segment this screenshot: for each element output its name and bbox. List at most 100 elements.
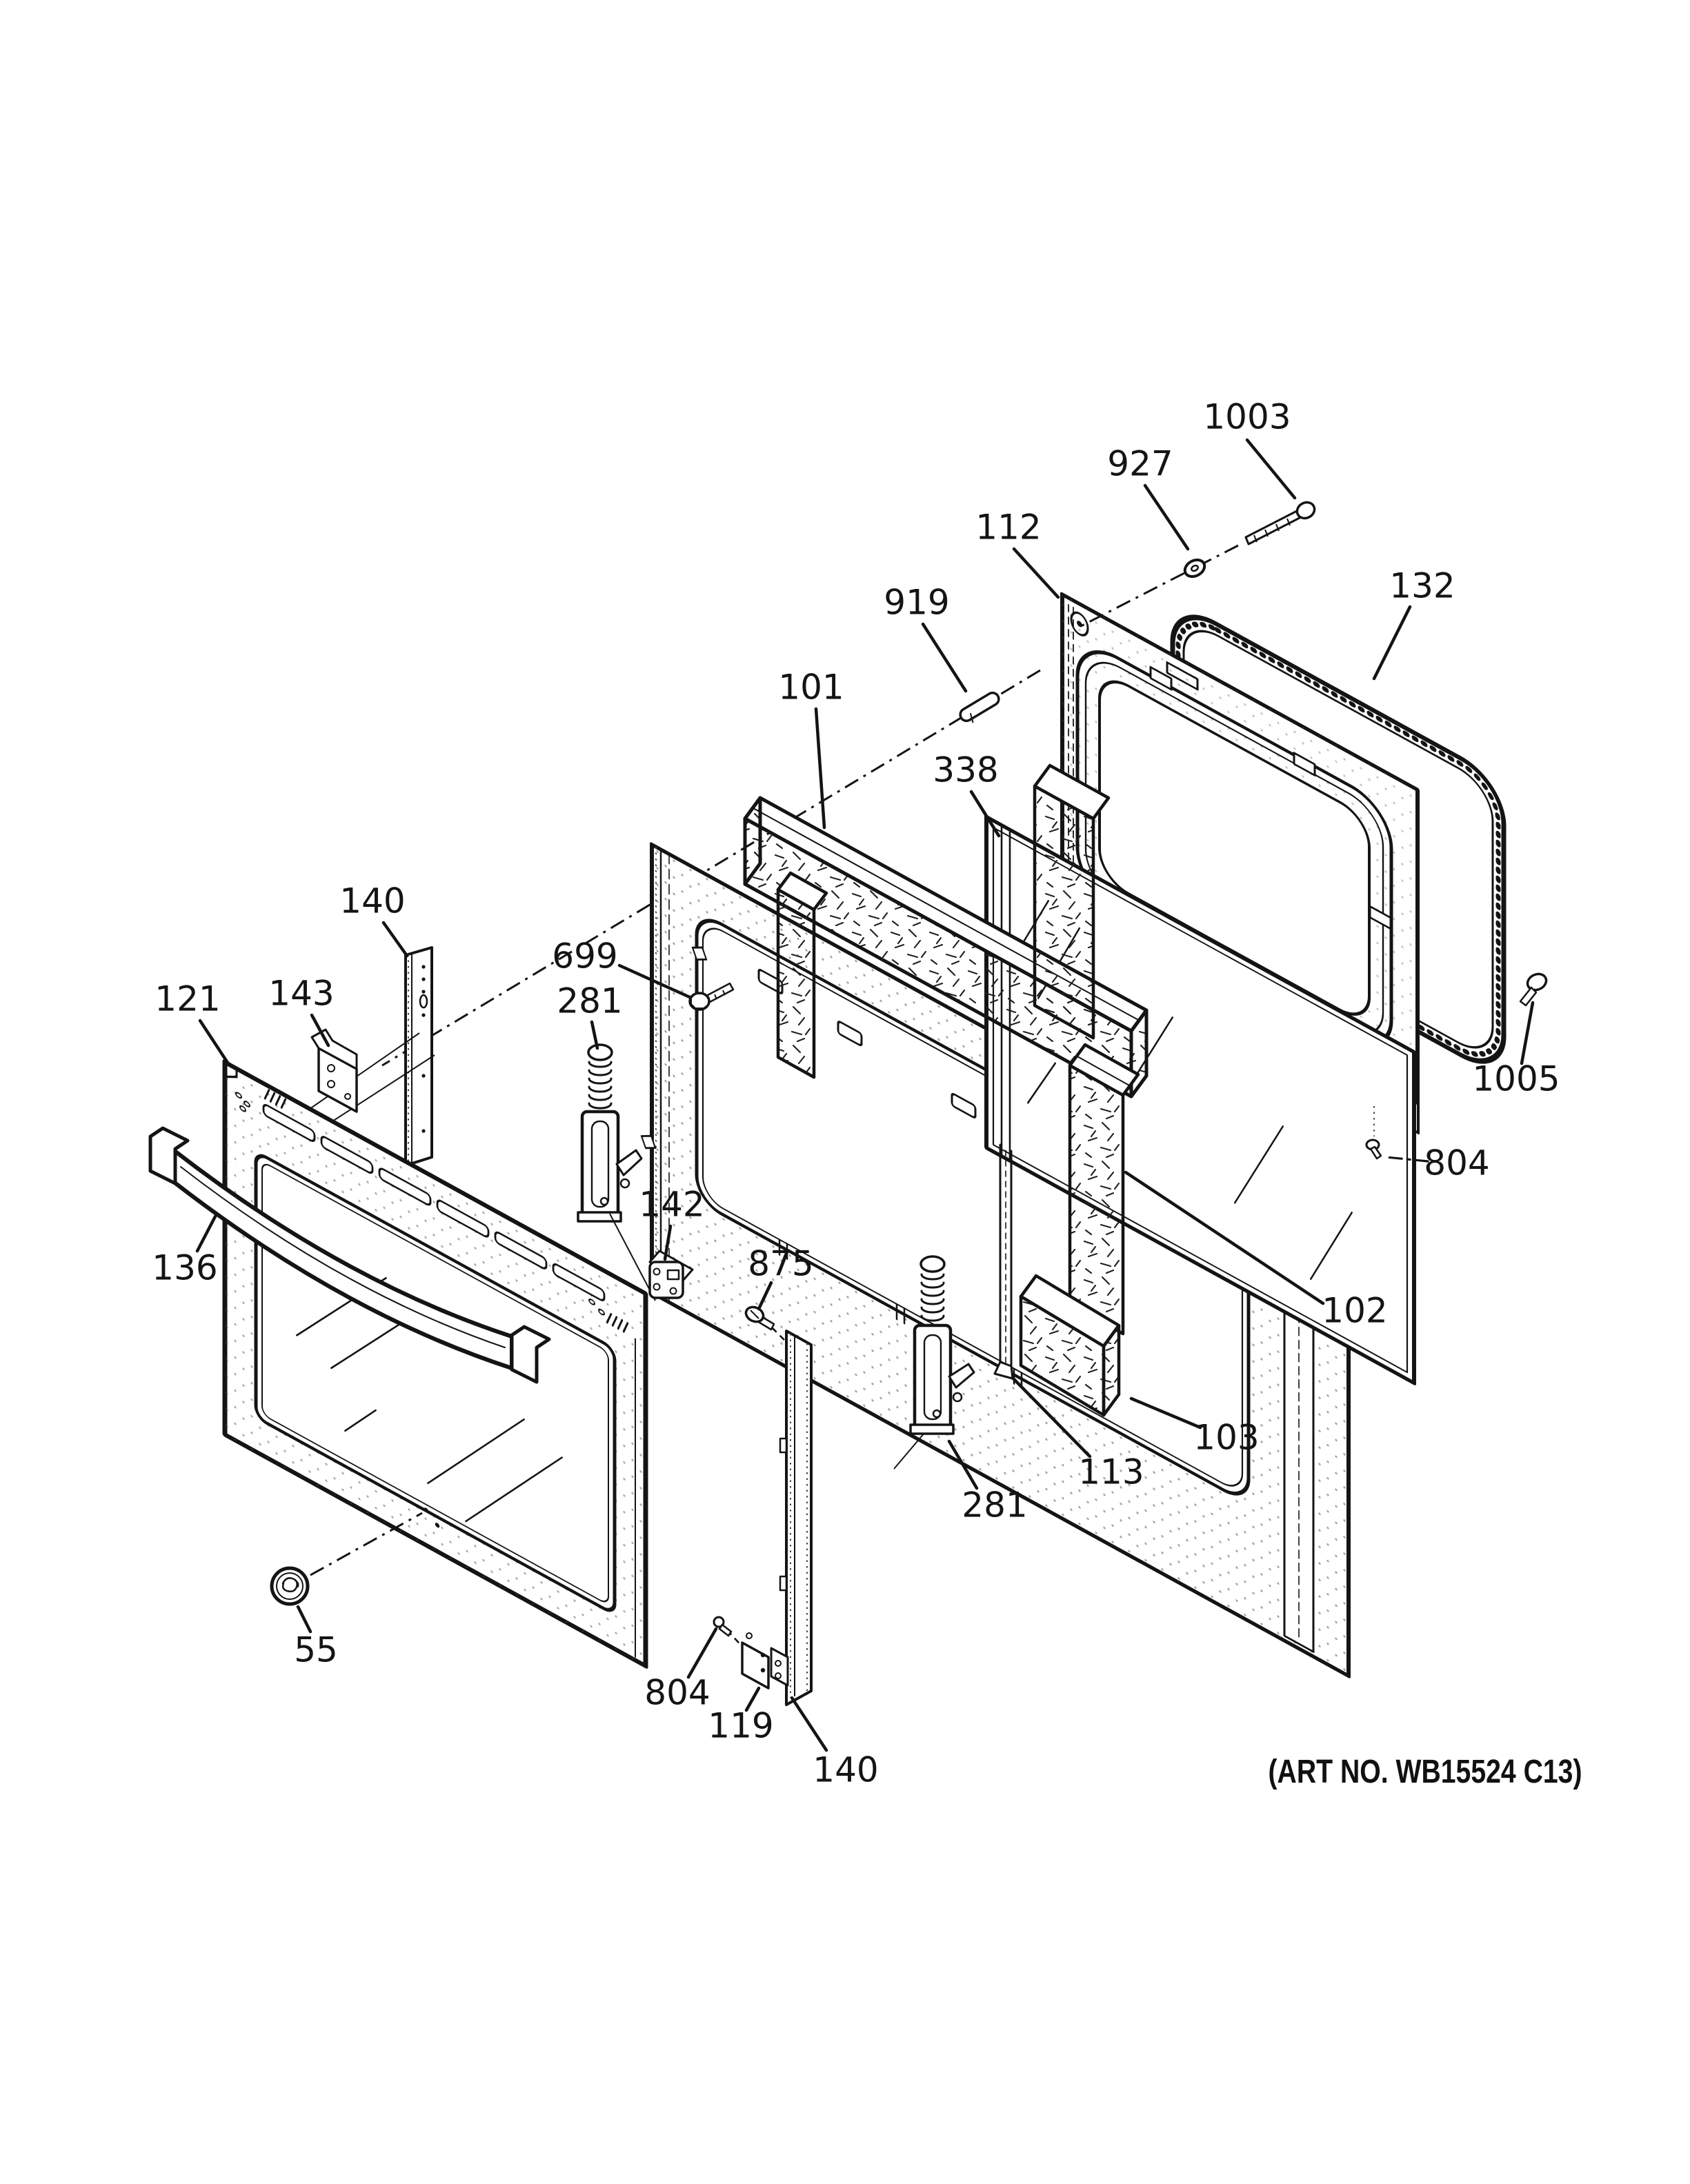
- door-screw-holes: [235, 1092, 605, 1316]
- leader-line: [1245, 438, 1297, 500]
- seal-140-bottom: [779, 1330, 813, 1706]
- part-label-screw-804-bottom: 804: [644, 1627, 718, 1713]
- part-label-door-glass-338: 338: [933, 750, 1001, 838]
- leader-line: [1012, 547, 1060, 599]
- leader-line: [195, 1214, 217, 1253]
- screw-699: [688, 982, 735, 1011]
- part-number-text: 804: [1424, 1143, 1489, 1183]
- part-label-latch-keeper-142: 142: [639, 1185, 705, 1261]
- leader-line: [1385, 1156, 1429, 1163]
- part-label-screw-1003: 1003: [1203, 397, 1297, 500]
- insulation-side-102: [1068, 1043, 1140, 1336]
- glass-retainer-113: [993, 1143, 1014, 1380]
- part-label-screw-699: 699: [552, 936, 692, 999]
- bracket-119: [741, 1632, 789, 1690]
- part-number-text: 132: [1389, 566, 1455, 606]
- vent-slots: [262, 1103, 606, 1301]
- hinge-pin-919: [959, 691, 1000, 723]
- part-label-screw-1005: 1005: [1472, 1001, 1560, 1099]
- leader-line: [198, 1019, 231, 1067]
- part-number-text: 140: [339, 881, 405, 921]
- insulation-bottom-103: [1019, 1274, 1121, 1417]
- ge-badge-55: [270, 1566, 310, 1606]
- hinge-axis: [381, 669, 1041, 1067]
- leader-line: [790, 1696, 828, 1752]
- part-label-screw-875: 875: [748, 1244, 814, 1311]
- hinge-hook-bottom: [640, 1134, 657, 1150]
- leader-line: [744, 1686, 761, 1712]
- part-number-text: 281: [962, 1485, 1027, 1525]
- leader-line: [814, 707, 826, 830]
- part-label-door-gasket-132: 132: [1372, 566, 1455, 681]
- leader-line: [1124, 1170, 1325, 1305]
- leader-line: [757, 1281, 773, 1311]
- part-label-insulation-side-102: 102: [1124, 1170, 1388, 1331]
- liner-clips: [757, 968, 977, 1119]
- part-number-text: 142: [639, 1185, 704, 1225]
- art-number: (ART NO. WB15524 C13): [1269, 1754, 1582, 1790]
- leader-line: [1372, 605, 1412, 681]
- part-label-washer-927: 927: [1107, 444, 1190, 551]
- screw-1003: [1244, 501, 1316, 545]
- part-number-text: 804: [644, 1673, 710, 1713]
- leader-line: [663, 1224, 673, 1261]
- part-number-text: 102: [1322, 1291, 1387, 1331]
- part-label-hinge-pin-919: 919: [884, 583, 968, 693]
- vent-tick-group-right: [606, 1312, 629, 1333]
- leader-line: [1143, 483, 1190, 551]
- leader-line: [921, 622, 968, 693]
- part-number-text: 136: [152, 1248, 217, 1288]
- part-number-text: 919: [884, 583, 949, 623]
- screw-804-bottom: [713, 1616, 733, 1637]
- hinge-top-mount-line: [609, 1213, 656, 1301]
- part-number-text: 1003: [1203, 397, 1291, 437]
- part-label-door-handle-136: 136: [152, 1214, 218, 1288]
- part-label-insulation-bottom-103: 103: [1129, 1396, 1260, 1458]
- part-number-text: 927: [1107, 444, 1173, 484]
- screw-804-right: [1365, 1139, 1382, 1160]
- leader-line: [686, 1627, 718, 1679]
- part-label-side-trim-140-top: 140: [339, 881, 409, 958]
- rail-holes: [421, 965, 426, 1133]
- part-label-seal-140-bottom: 140: [790, 1696, 879, 1790]
- part-label-screw-804-right: 804: [1385, 1143, 1490, 1183]
- badge-hole-2: [435, 1523, 440, 1528]
- leader-line: [947, 1439, 979, 1490]
- part-label-hinge-281-top: 281: [557, 981, 623, 1050]
- leader-line: [617, 963, 692, 999]
- part-label-bracket-143: 143: [268, 974, 335, 1048]
- part-label-hinge-281-bottom: 281: [947, 1439, 1028, 1525]
- part-number-text: 143: [268, 974, 334, 1014]
- insulation-left-strip: [776, 871, 828, 1079]
- part-number-text: 699: [552, 936, 617, 976]
- part-number-text: 1005: [1472, 1059, 1560, 1099]
- part-number-text: 112: [975, 508, 1041, 548]
- leader-line: [381, 921, 409, 958]
- leader-line: [590, 1020, 599, 1050]
- part-label-inner-door-panel-112: 112: [975, 508, 1060, 599]
- leader-line: [310, 1013, 330, 1048]
- hinge-pivot-hole: [1070, 611, 1089, 637]
- part-label-bracket-119: 119: [708, 1686, 774, 1746]
- leader-line: [969, 790, 1001, 838]
- part-number-text: 140: [813, 1750, 878, 1790]
- part-number-text: 119: [708, 1706, 773, 1746]
- part-number-text: 101: [778, 668, 844, 708]
- insulation-upper-right: [1033, 763, 1111, 1040]
- vent-tick-group-left: [264, 1089, 287, 1109]
- door-handle-136: [148, 1126, 551, 1384]
- part-number-text: 113: [1078, 1452, 1144, 1492]
- leader-line: [1520, 1001, 1535, 1065]
- hinge-281-top: [577, 1043, 643, 1223]
- part-label-ge-badge-55: 55: [294, 1605, 338, 1670]
- badge-axis: [310, 1512, 423, 1576]
- leader-line: [296, 1605, 312, 1634]
- part-label-glass-retainer-113: 113: [1011, 1376, 1144, 1492]
- part-number-text: 281: [557, 981, 622, 1021]
- latch-keeper-142: [648, 1250, 694, 1299]
- bracket-143: [310, 1028, 358, 1113]
- hinge-bottom-mount-line: [893, 1432, 925, 1470]
- leader-line: [1129, 1396, 1202, 1430]
